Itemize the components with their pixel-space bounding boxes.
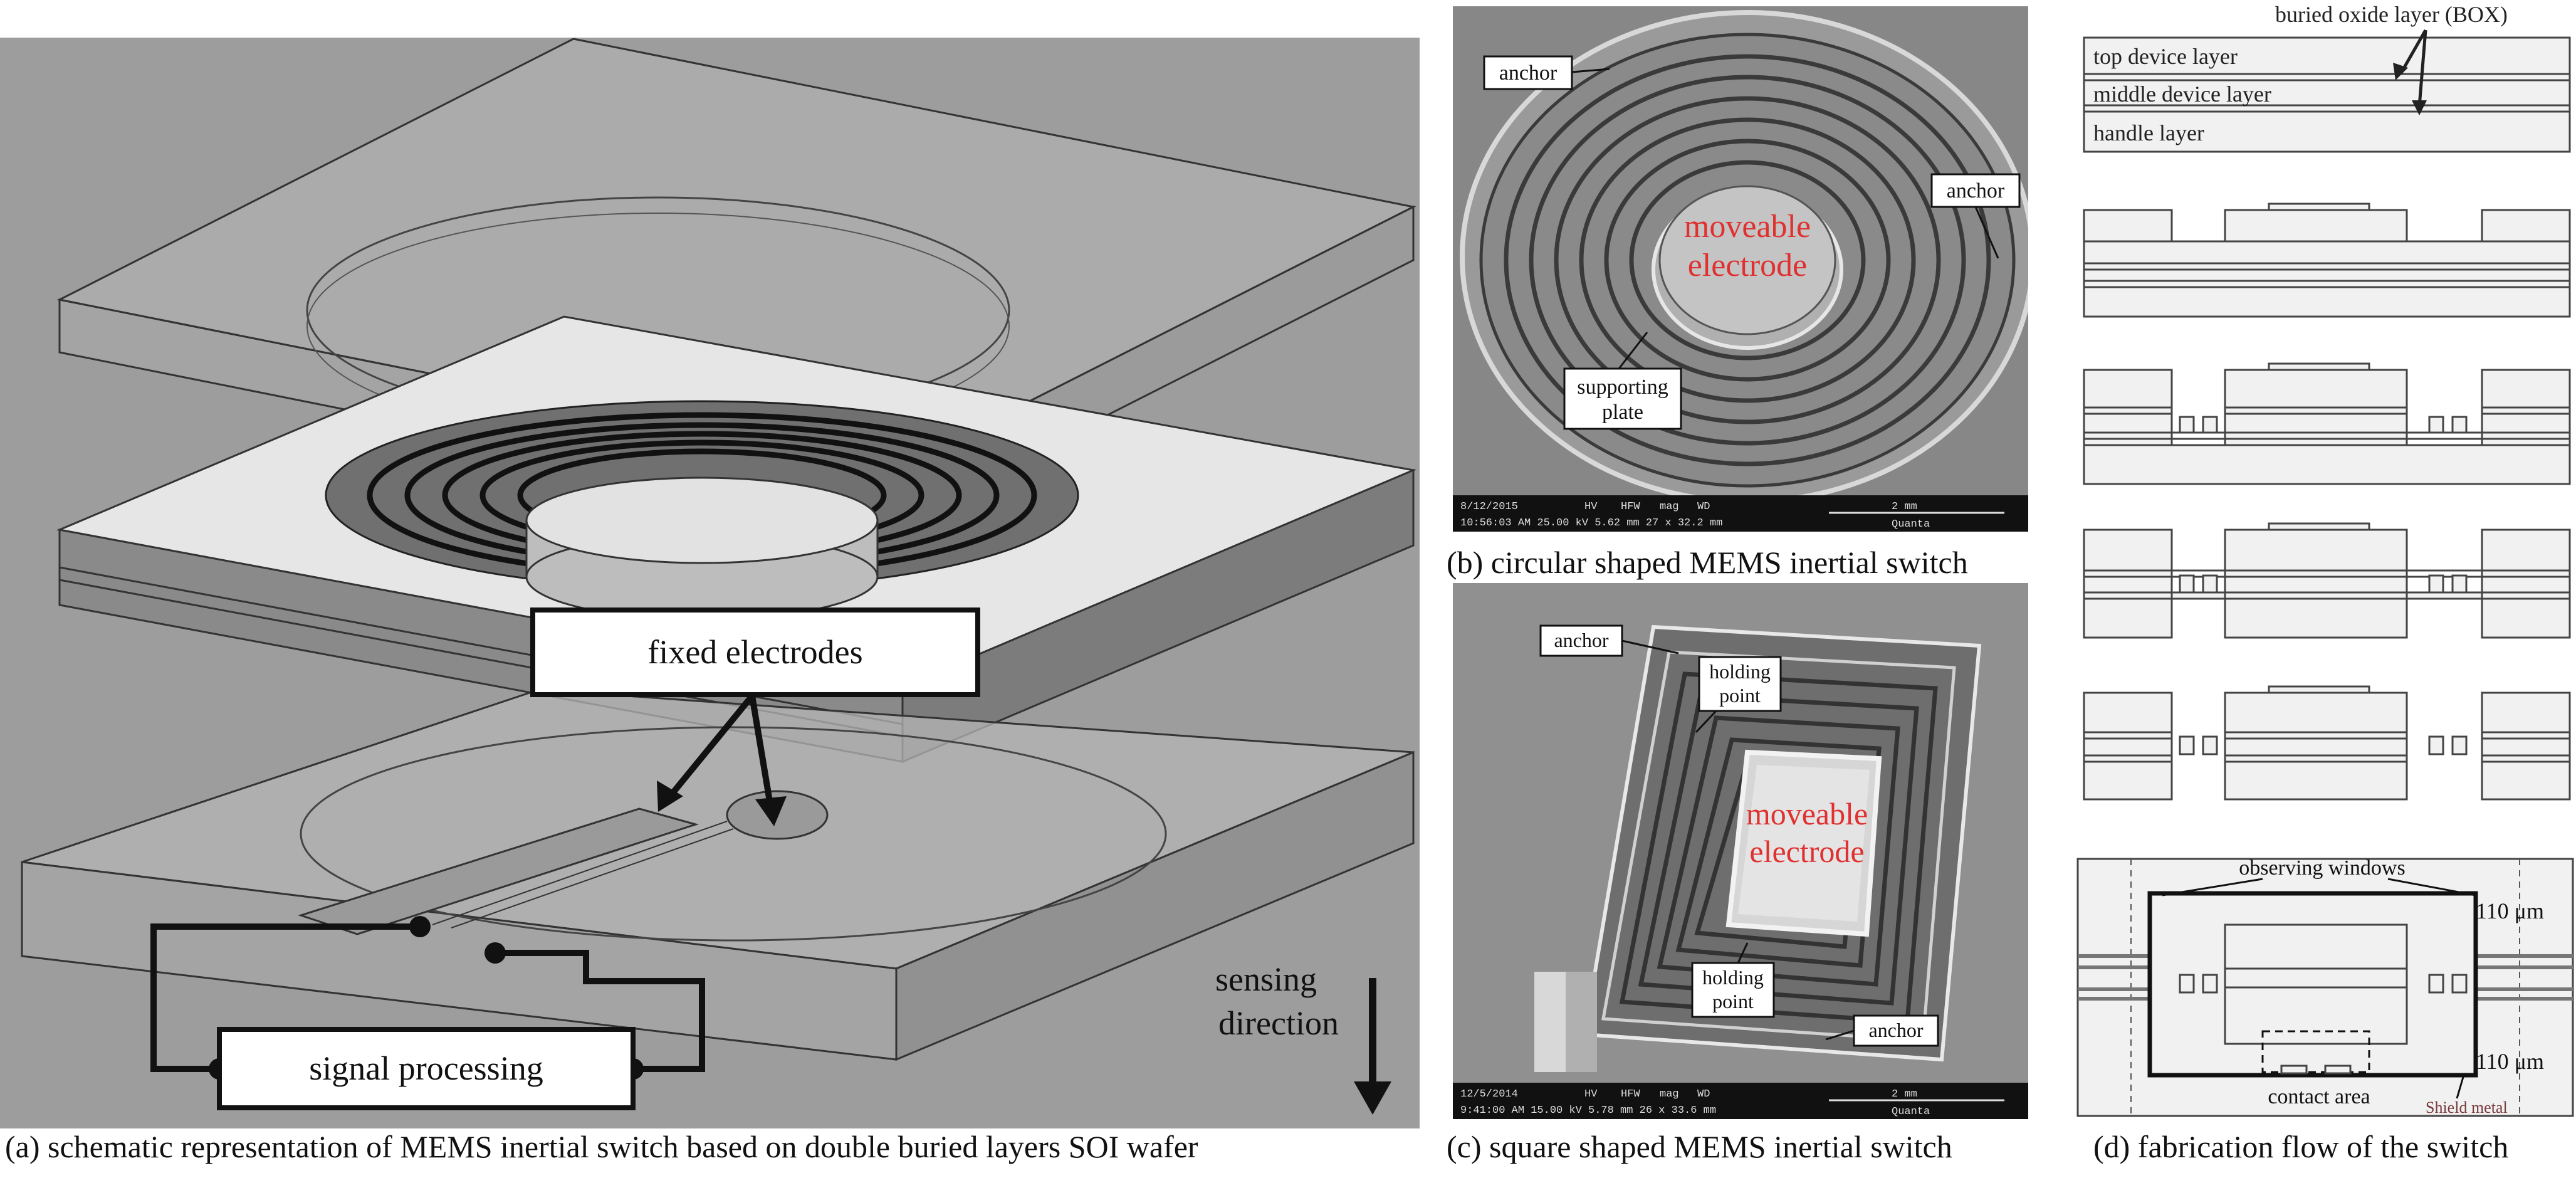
svg-text:2 mm: 2 mm bbox=[1892, 1088, 1917, 1100]
svg-text:9:41:00 AM 15.00 kV 5.78 mm 26: 9:41:00 AM 15.00 kV 5.78 mm 26 x 33.6 mm bbox=[1460, 1105, 1716, 1117]
svg-text:HFW: HFW bbox=[1621, 501, 1640, 513]
svg-text:mag: mag bbox=[1660, 1088, 1679, 1100]
label-box: buried oxide layer (BOX) bbox=[2275, 2, 2508, 27]
fixed-electrodes-callout: fixed electrodes bbox=[530, 607, 980, 826]
sensing-direction: sensing direction bbox=[1215, 960, 1391, 1115]
square-spring bbox=[1534, 624, 1982, 1072]
svg-text:anchor: anchor bbox=[1499, 61, 1558, 85]
bottom-handle-layer bbox=[21, 688, 1415, 1061]
middle-device-layer bbox=[56, 315, 1417, 764]
label-contact-area: contact area bbox=[2268, 1085, 2370, 1108]
step-6-packaged: observing windows 110 μm 110 μm contact … bbox=[2076, 856, 2574, 1117]
step-3-etch-middle bbox=[2083, 362, 2571, 485]
svg-text:8/12/2015: 8/12/2015 bbox=[1460, 501, 1518, 513]
svg-text:HV: HV bbox=[1584, 501, 1598, 513]
label-observing: observing windows bbox=[2239, 856, 2405, 880]
svg-text:mag: mag bbox=[1660, 501, 1679, 513]
caption-d: (d) fabrication flow of the switch bbox=[2093, 1129, 2509, 1164]
anchor-callout-1: anchor bbox=[1483, 55, 1610, 90]
label-signal-processing: signal processing bbox=[309, 1049, 543, 1087]
label-middle-device: middle device layer bbox=[2093, 82, 2271, 107]
label-top-device: top device layer bbox=[2093, 44, 2238, 69]
caption-c: (c) square shaped MEMS inertial switch bbox=[1447, 1129, 1952, 1164]
contact-area-box bbox=[2261, 1030, 2370, 1073]
label-moveable: moveable bbox=[1684, 209, 1811, 245]
svg-text:holding: holding bbox=[1702, 966, 1764, 989]
anchor-callout-2: anchor bbox=[1930, 173, 2021, 259]
svg-text:anchor: anchor bbox=[1554, 629, 1608, 651]
caption-b: (b) circular shaped MEMS inertial switch bbox=[1447, 545, 1968, 580]
contact-dot bbox=[484, 942, 506, 964]
svg-text:point: point bbox=[1719, 684, 1761, 707]
svg-text:point: point bbox=[1712, 990, 1754, 1012]
label-moveable: moveable bbox=[1746, 796, 1868, 831]
svg-text:2 mm: 2 mm bbox=[1892, 501, 1917, 513]
svg-text:HV: HV bbox=[1584, 1088, 1598, 1100]
label-fixed-electrodes: fixed electrodes bbox=[647, 633, 862, 671]
anchor-callout-3: anchor bbox=[1539, 624, 1679, 657]
contact-dot bbox=[409, 916, 431, 937]
svg-text:supporting: supporting bbox=[1577, 376, 1668, 399]
svg-text:plate: plate bbox=[1602, 401, 1643, 424]
svg-text:anchor: anchor bbox=[1947, 179, 2005, 202]
anchor-callout-4: anchor bbox=[1825, 1014, 1939, 1047]
svg-text:10:56:03 AM 25.00 kV 5.62 mm 2: 10:56:03 AM 25.00 kV 5.62 mm 27 x 32.2 m… bbox=[1460, 517, 1722, 529]
svg-text:HFW: HFW bbox=[1621, 1088, 1640, 1100]
label-shield-metal: Shield metal bbox=[2426, 1098, 2508, 1117]
label-electrode: electrode bbox=[1688, 248, 1808, 283]
sem-info-bar: 12/5/2014 HV HFW mag WD 9:41:00 AM 15.00… bbox=[1453, 1083, 2028, 1119]
svg-text:holding: holding bbox=[1709, 660, 1771, 683]
svg-text:12/5/2014: 12/5/2014 bbox=[1460, 1088, 1518, 1100]
signal-processing-circuit: signal processing bbox=[150, 916, 705, 1110]
svg-text:WD: WD bbox=[1697, 1088, 1710, 1100]
step-2-pattern-top bbox=[2083, 202, 2571, 318]
label-direction: direction bbox=[1218, 1004, 1339, 1042]
label-sensing: sensing bbox=[1215, 960, 1317, 998]
label-dim-1: 110 μm bbox=[2476, 898, 2544, 923]
svg-text:anchor: anchor bbox=[1868, 1019, 1923, 1041]
panel-b-sem-circular: moveable electrode anchor anchor support… bbox=[1453, 6, 2028, 532]
caption-a: (a) schematic representation of MEMS ine… bbox=[5, 1129, 1198, 1164]
svg-text:WD: WD bbox=[1697, 501, 1710, 513]
supporting-plate-callout: supporting plate bbox=[1563, 332, 1682, 430]
svg-text:Quanta: Quanta bbox=[1892, 1106, 1930, 1118]
label-electrode: electrode bbox=[1749, 834, 1864, 869]
label-handle: handle layer bbox=[2093, 120, 2204, 145]
step-1-soi-stack: top device layer middle device layer han… bbox=[2083, 2, 2571, 153]
holding-point-callout-1: holding point bbox=[1695, 656, 1782, 734]
step-5-release-box bbox=[2083, 685, 2571, 801]
label-dim-2: 110 μm bbox=[2476, 1049, 2544, 1074]
step-4-release-handle bbox=[2083, 522, 2571, 639]
panel-c-sem-square: moveable electrode anchor holding point … bbox=[1453, 583, 2028, 1119]
panel-d-fabrication-flow: .L { fill:#f1f1f1; stroke:#444; stroke-w… bbox=[2076, 2, 2574, 1117]
sem-info-bar: 8/12/2015 HV HFW mag WD 10:56:03 AM 25.0… bbox=[1453, 495, 2028, 532]
panel-a-schematic: fixed electrodes signal processing sensi… bbox=[0, 38, 1420, 1128]
svg-text:Quanta: Quanta bbox=[1892, 518, 1930, 530]
holding-point-callout-2: holding point bbox=[1691, 942, 1775, 1018]
